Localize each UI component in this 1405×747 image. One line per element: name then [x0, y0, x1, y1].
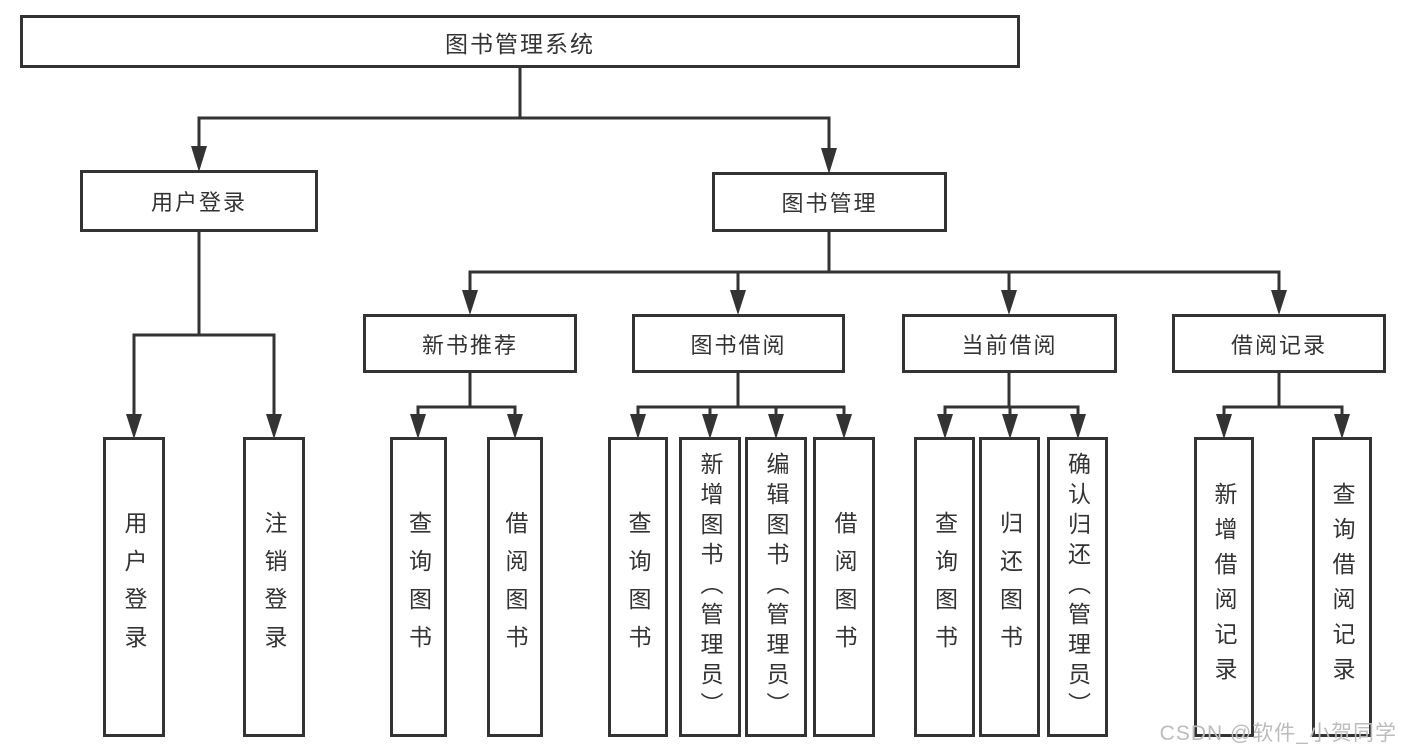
- leaf-logout: 注销登录: [243, 437, 305, 737]
- leaf-add-borrow-record: 新增借阅记录: [1194, 437, 1254, 737]
- csdn-watermark: CSDN @软件_小贺同学: [1159, 722, 1397, 745]
- node-current-borrow: 当前借阅: [902, 314, 1117, 373]
- node-borrow-records: 借阅记录: [1172, 314, 1386, 373]
- node-user-login: 用户登录: [80, 170, 318, 232]
- leaf-query-books-recommend: 查询图书: [390, 437, 447, 737]
- leaf-borrow-books: 借阅图书: [813, 437, 875, 737]
- leaf-borrow-books-recommend: 借阅图书: [487, 437, 543, 737]
- node-book-borrow: 图书借阅: [632, 314, 845, 373]
- leaf-confirm-return-admin: 确认归还（管理员）: [1047, 437, 1108, 737]
- node-library-management-system: 图书管理系统: [20, 15, 1020, 68]
- leaf-query-borrow-record: 查询借阅记录: [1312, 437, 1372, 737]
- node-new-book-recommend: 新书推荐: [363, 314, 577, 373]
- node-book-management: 图书管理: [712, 172, 947, 232]
- leaf-add-books-admin: 新增图书（管理员）: [679, 437, 741, 737]
- leaf-user-login: 用户登录: [103, 437, 165, 737]
- leaf-return-books: 归还图书: [979, 437, 1040, 737]
- leaf-query-books-borrow: 查询图书: [608, 437, 668, 737]
- leaf-query-books-current: 查询图书: [914, 437, 975, 737]
- leaf-edit-books-admin: 编辑图书（管理员）: [745, 437, 807, 737]
- arrowheads: [126, 146, 1350, 439]
